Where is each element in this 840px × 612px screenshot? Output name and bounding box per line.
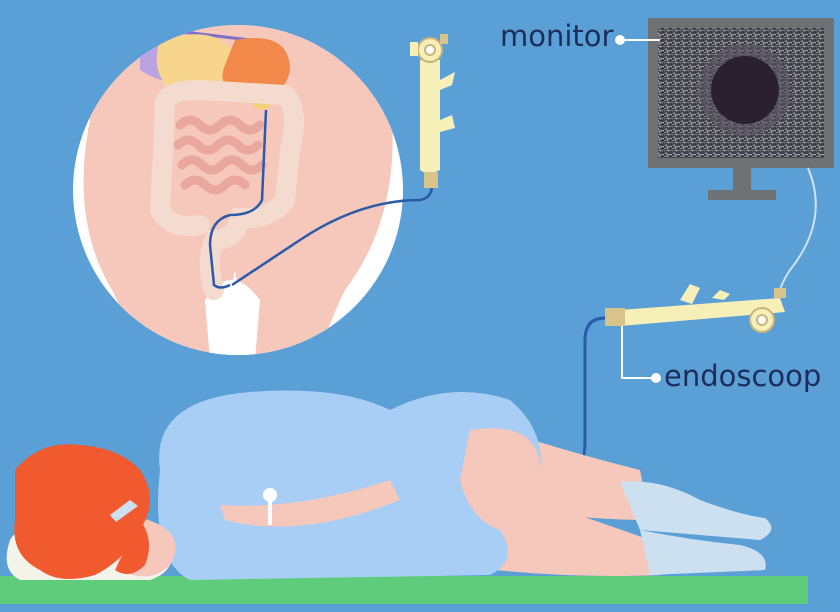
monitor-leader-dot xyxy=(615,35,625,45)
endoscope-leader xyxy=(621,326,656,379)
endoscope-leader-dot xyxy=(651,373,661,383)
sock-upper xyxy=(620,481,772,540)
monitor-cable xyxy=(777,167,817,299)
monitor-icon xyxy=(648,18,834,200)
hair xyxy=(14,444,151,579)
anatomy-inset xyxy=(73,25,403,355)
endoscope-label: endoscoop xyxy=(664,359,822,393)
monitor-label: monitor xyxy=(500,19,614,53)
floor-mat xyxy=(0,576,808,604)
sock-lower xyxy=(640,530,766,575)
patient xyxy=(6,390,772,580)
arm xyxy=(220,480,400,527)
endoscope-top-icon xyxy=(410,34,455,188)
endoscope-lower-icon xyxy=(605,284,786,333)
gown xyxy=(158,390,541,580)
inset-cable xyxy=(231,184,434,287)
